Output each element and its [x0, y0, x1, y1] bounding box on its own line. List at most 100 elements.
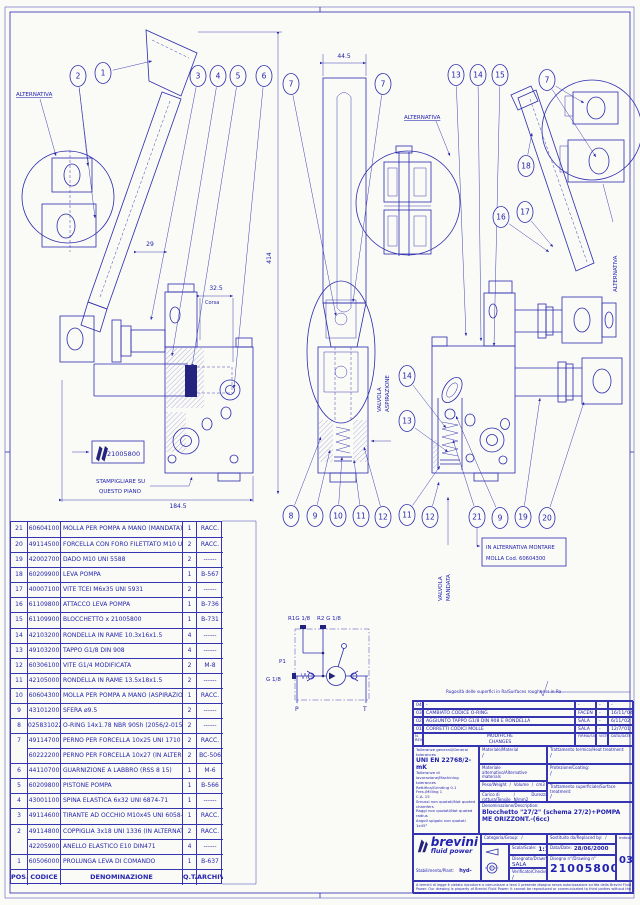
balloon-leader — [292, 95, 337, 317]
parts-name: LEVA POMPA — [61, 567, 183, 583]
weight-value: / — [509, 782, 511, 787]
balloon-9: 9 — [306, 505, 324, 527]
parts-pos: 18 — [11, 567, 28, 583]
balloon-19: 19 — [514, 506, 532, 528]
balloon-15: 15 — [491, 64, 509, 86]
svg-text:17: 17 — [520, 208, 530, 217]
parts-name: PROLUNGA LEVA DI COMANDO — [61, 853, 183, 869]
parts-pos: 11 — [11, 672, 28, 688]
balloon-14: 14 — [398, 365, 416, 387]
weight-label: Peso/Weight — [482, 782, 507, 787]
replaced-label: Sostituito da/Replaced by: — [550, 835, 603, 840]
parts-archive: RACC. — [197, 537, 223, 552]
balloon-leader — [338, 456, 344, 505]
surface-label: Trattamento superficiale/Surface treatme… — [550, 784, 616, 794]
tolerances-note: Raggi non quotati/Not quoted radius — [416, 808, 473, 819]
svg-text:16: 16 — [496, 213, 506, 222]
svg-text:18: 18 — [521, 162, 531, 171]
parts-archive: RACC. — [200, 525, 220, 532]
balloon-leader — [232, 87, 264, 389]
balloon-leader — [353, 459, 360, 505]
view-left — [21, 29, 282, 502]
parts-qty: 1 — [183, 853, 197, 869]
scale-cell: Scala/Scale: 1:1 — [509, 844, 547, 855]
checked-cell: Verificato/Checked: / — [509, 868, 547, 881]
parts-name: VITE G1/4 MODIFICATA — [61, 657, 183, 673]
parts-qty: 2 — [183, 582, 197, 598]
parts-code: 60604100 — [28, 522, 61, 538]
parts-qty: 2 — [183, 537, 197, 553]
svg-text:19: 19 — [518, 513, 528, 522]
dimension-label: 184.5 — [169, 503, 186, 510]
parts-archive: B-731 — [197, 612, 223, 627]
parts-header: DENOMINAZIONE — [61, 868, 183, 885]
drawing-text: P1 — [279, 659, 286, 665]
parts-archive: B-566 — [197, 778, 223, 793]
balloon-21: 21 — [468, 506, 486, 528]
parts-header: Q.TA' — [183, 868, 197, 885]
balloon-6: 6 — [255, 65, 273, 87]
parts-code: 49114600 — [28, 808, 61, 824]
parts-archive: B-736 — [197, 597, 223, 612]
revision-cell: FACEN — [575, 709, 596, 717]
index-value: 03 — [619, 854, 633, 866]
parts-name: RONDELLA IN RAME 13.5x18x1.5 — [61, 672, 183, 688]
parts-archive: M-6 — [197, 763, 223, 778]
parts-archive: ------ — [197, 552, 223, 567]
replaced-by-cell: Sostituito da/Replaced by: / — [547, 834, 616, 844]
balloon-2: 2 — [69, 65, 87, 87]
parts-code: 61109900 — [28, 612, 61, 628]
balloon-leader — [527, 132, 533, 155]
revision-cell: - — [596, 701, 608, 709]
material-label: Materiale/Material — [482, 747, 519, 752]
parts-pos: 21 — [11, 522, 28, 538]
parts-name: ANELLO ELASTICO E10 DIN471 — [61, 838, 183, 854]
description-label: Denominazione/Description: — [482, 803, 539, 808]
drawing-text: IN ALTERNATIVA MONTARE — [486, 545, 555, 551]
parts-code: 44110700 — [28, 763, 61, 779]
parts-code: 42205900 — [28, 838, 61, 854]
balloon-leader — [455, 415, 497, 508]
parts-code: 60209900 — [28, 567, 61, 583]
revision-header-chkd: VISTO/CHKD — [596, 733, 608, 746]
category-value: / — [521, 835, 523, 840]
balloon-14: 14 — [469, 64, 487, 86]
parts-code: 49114800 — [28, 823, 61, 839]
svg-text:15: 15 — [495, 71, 505, 80]
balloon-9: 9 — [491, 507, 509, 529]
balloon-leader — [549, 401, 585, 508]
revision-cell: - — [608, 701, 634, 709]
parts-qty: 2 — [183, 748, 197, 764]
parts-archive: ------ — [197, 672, 223, 688]
tensile-label: Carico di rottura/Tensile strength — [482, 792, 511, 802]
material-alt-value: / — [482, 780, 544, 781]
balloon-leader — [524, 397, 541, 506]
revision-cell: SALA — [575, 725, 596, 733]
balloon-8: 8 — [282, 505, 300, 527]
parts-name: FORCELLA CON FORO FILETTATO M10 UNI 1676 — [61, 537, 183, 553]
revision-cell: 12/7/'01 — [608, 725, 634, 733]
balloon-17: 17 — [516, 201, 534, 223]
logo-text-2: fluid power — [430, 847, 473, 855]
parts-archive: ------ — [197, 627, 223, 643]
svg-text:12: 12 — [378, 513, 388, 522]
parts-name: VITE TCEI M6x35 UNI 5931 — [61, 582, 183, 598]
parts-archive: RACC. — [197, 733, 223, 748]
disclaimer-cell: A termini di legge è vietato riprodurre … — [413, 881, 634, 894]
svg-text:12: 12 — [425, 513, 435, 522]
parts-name: MOLLA PER POMPA A MANO (ASPIRAZIONE) — [61, 687, 183, 703]
parts-pos: 13 — [11, 642, 28, 658]
tolerances-row: Fres./Milling 1 — [416, 789, 443, 795]
parts-archive: ------ — [197, 642, 223, 658]
parts-code: 60506000 — [28, 853, 61, 869]
parts-code: 43001100 — [28, 793, 61, 809]
parts-pos: 8 — [11, 718, 28, 734]
parts-pos — [11, 838, 28, 854]
logo-text-1: brevini — [430, 835, 478, 849]
balloon-leader — [78, 87, 96, 219]
material-alt-label: Materiale alternativo/Alternative materi… — [482, 765, 527, 780]
parts-qty: 4 — [183, 627, 197, 643]
parts-code: 49114700 — [28, 733, 61, 749]
parts-pos: 19 — [11, 552, 28, 568]
